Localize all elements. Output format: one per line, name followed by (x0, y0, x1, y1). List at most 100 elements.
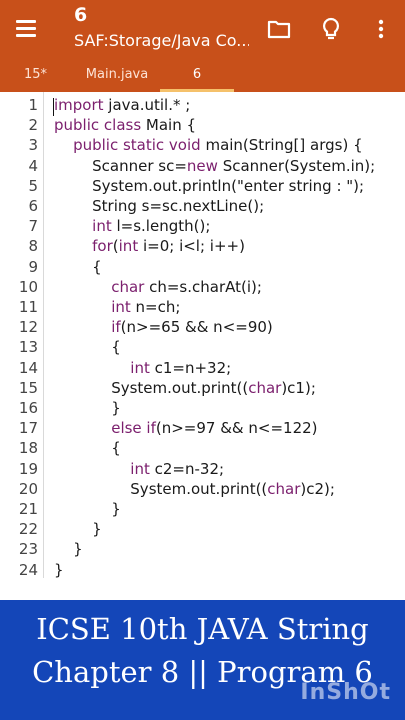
code-text: public class Main { (54, 116, 196, 134)
code-text: } (54, 540, 83, 558)
code-token: } (54, 500, 121, 518)
code-text: { (54, 258, 102, 276)
code-line[interactable]: 24} (0, 561, 405, 581)
code-text: public static void main(String[] args) { (54, 136, 363, 154)
code-line[interactable]: 7 int l=s.length(); (0, 217, 405, 237)
line-number: 15 (18, 378, 38, 397)
line-number: 21 (18, 500, 38, 518)
keyword-token: int (111, 298, 131, 316)
code-token: { (54, 439, 121, 458)
code-token (54, 237, 92, 255)
line-number: 9 (28, 257, 38, 276)
code-line[interactable]: 12 if(n>=65 && n<=90) (0, 318, 405, 338)
code-token: (n>=65 && n<=90) (120, 318, 273, 337)
tab-15[interactable]: 15* (23, 67, 48, 82)
code-text: System.out.print((char)c1); (54, 379, 316, 397)
keyword-token: char (111, 277, 145, 296)
code-text: Scanner sc=new Scanner(System.in); (54, 157, 375, 175)
document-title: 6 (74, 4, 88, 26)
line-number: 10 (18, 277, 38, 296)
code-line[interactable]: 10 char ch=s.charAt(i); (0, 278, 405, 298)
line-number: 12 (18, 318, 38, 337)
code-line[interactable]: 17 else if(n>=97 && n<=122) (0, 419, 405, 439)
line-number: 23 (18, 540, 38, 559)
code-text: } (54, 561, 64, 579)
keyword-token: int (92, 217, 112, 236)
code-token: n=ch; (130, 298, 181, 316)
banner-subtitle: Chapter 8 || Program 6 (32, 655, 373, 689)
code-token: System.out.println("enter string : "); (54, 176, 365, 195)
code-token: ch=s.charAt(i); (144, 277, 262, 296)
more-vert-icon[interactable] (366, 14, 396, 44)
code-token: i=0; i<l; i++) (138, 237, 245, 256)
code-line[interactable]: 22 } (0, 520, 405, 540)
code-line[interactable]: 14 int c1=n+32; (0, 359, 405, 379)
code-token (54, 419, 111, 437)
code-token: } (54, 560, 64, 579)
keyword-token: public class (54, 116, 142, 135)
app-bar: 6 SAF:Storage/Java Co... (0, 0, 405, 60)
code-token: } (54, 540, 83, 559)
code-line[interactable]: 19 int c2=n-32; (0, 460, 405, 480)
keyword-token: for (92, 237, 113, 256)
code-token: java.util.* ; (103, 96, 191, 114)
line-number: 19 (18, 459, 38, 478)
code-text: String s=sc.nextLine(); (54, 197, 264, 215)
line-number: 22 (18, 520, 38, 539)
code-line[interactable]: 4 Scanner sc=new Scanner(System.in); (0, 157, 405, 177)
line-number: 24 (18, 560, 38, 579)
code-text: } (54, 399, 121, 417)
code-line[interactable]: 18 { (0, 439, 405, 459)
code-text: int n=ch; (54, 298, 180, 316)
menu-icon[interactable] (14, 17, 40, 41)
code-text: import java.util.* ; (54, 96, 190, 114)
lightbulb-icon[interactable] (316, 14, 346, 44)
line-number: 17 (18, 419, 38, 438)
code-line[interactable]: 15 System.out.print((char)c1); (0, 379, 405, 399)
code-token (54, 278, 111, 296)
keyword-token: int (130, 459, 150, 478)
line-number: 16 (18, 399, 38, 417)
code-line[interactable]: 8 for(int i=0; i<l; i++) (0, 237, 405, 257)
gutter-divider (43, 92, 44, 578)
code-token (54, 359, 130, 377)
tab-main-java[interactable]: Main.java (85, 67, 149, 82)
code-line[interactable]: 20 System.out.print((char)c2); (0, 480, 405, 500)
code-token: )c1); (281, 378, 316, 397)
code-line[interactable]: 3 public static void main(String[] args)… (0, 136, 405, 156)
code-line[interactable]: 6 String s=sc.nextLine(); (0, 197, 405, 217)
keyword-token: char (267, 479, 301, 498)
code-token (54, 136, 73, 154)
code-line[interactable]: 23 } (0, 540, 405, 560)
keyword-token: char (248, 378, 282, 397)
code-text: { (54, 338, 121, 356)
code-line[interactable]: 5 System.out.println("enter string : "); (0, 177, 405, 197)
code-token: ( (112, 237, 119, 256)
tab-6[interactable]: 6 (160, 60, 234, 92)
code-text: int c2=n-32; (54, 460, 224, 478)
keyword-token: else if (111, 419, 156, 438)
code-token: System.out.print(( (54, 479, 268, 498)
code-token: Scanner(System.in); (217, 156, 376, 175)
code-token: } (54, 399, 121, 417)
line-number: 5 (28, 176, 38, 195)
line-number: 6 (28, 197, 38, 215)
line-number: 13 (18, 338, 38, 357)
code-token: Scanner sc= (54, 156, 187, 175)
code-token: c1=n+32; (149, 358, 232, 377)
code-text: } (54, 520, 102, 538)
code-text: int c1=n+32; (54, 359, 231, 377)
code-line[interactable]: 21 } (0, 500, 405, 520)
line-number: 18 (18, 439, 38, 458)
code-token: l=s.length(); (111, 217, 211, 236)
keyword-token: public static void (73, 136, 201, 155)
code-token: c2=n-32; (149, 459, 225, 478)
code-line[interactable]: 11 int n=ch; (0, 298, 405, 318)
code-line[interactable]: 13 { (0, 338, 405, 358)
code-line[interactable]: 16 } (0, 399, 405, 419)
code-line[interactable]: 9 { (0, 258, 405, 278)
folder-icon[interactable] (264, 14, 294, 44)
